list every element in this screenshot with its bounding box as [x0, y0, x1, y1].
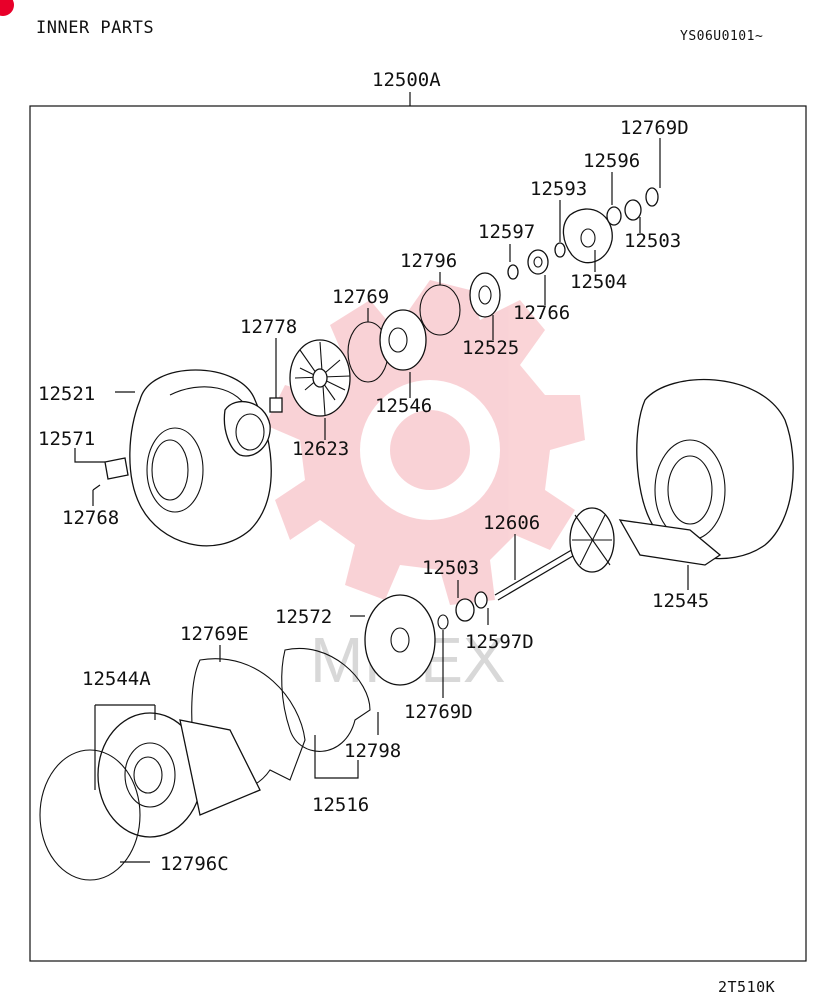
part-label: 12516 — [312, 794, 369, 816]
compressor-wheel — [289, 339, 351, 417]
part-label: 12503 — [422, 557, 479, 579]
turbine-housing — [618, 378, 794, 566]
label-assembly: 12500A — [372, 69, 441, 91]
compressor-housing — [129, 369, 272, 547]
washer — [507, 264, 519, 280]
ring — [554, 242, 566, 258]
part-label: 12796C — [160, 853, 229, 875]
part-label: 12504 — [570, 271, 627, 293]
part-label: 12623 — [292, 438, 349, 460]
assembly-frame — [29, 105, 807, 962]
part-label: 12766 — [513, 302, 570, 324]
part-label: 12596 — [583, 150, 640, 172]
part-label: 12769 — [332, 286, 389, 308]
part-label: 12503 — [624, 230, 681, 252]
seal-ring — [645, 187, 659, 207]
v-band-clamp — [281, 647, 371, 752]
part-label: 12597D — [465, 631, 534, 653]
leader-lines — [74, 138, 689, 863]
turbine-shaft — [494, 507, 615, 601]
bushing — [606, 206, 622, 226]
seal-ring-d — [437, 614, 449, 630]
part-label: 12571 — [38, 428, 95, 450]
part-label: 12525 — [462, 337, 519, 359]
part-label: 12544A — [82, 668, 151, 690]
part-label: 12796 — [400, 250, 457, 272]
page-title: INNER PARTS — [36, 18, 155, 38]
footer-code: 2T510K — [718, 978, 776, 996]
back-plate — [39, 749, 141, 881]
part-label: 12768 — [62, 507, 119, 529]
part-label: 12597 — [478, 221, 535, 243]
nut — [269, 397, 283, 413]
gasket — [104, 457, 129, 480]
part-label: 12778 — [240, 316, 297, 338]
part-label: 12769E — [180, 623, 249, 645]
thrust-bearing — [562, 208, 613, 264]
thrust-collar — [469, 272, 501, 318]
bearing-journal — [455, 598, 475, 622]
part-label: 12546 — [375, 395, 432, 417]
bearing-housing — [97, 712, 261, 838]
corner-badge — [0, 0, 14, 16]
part-labels: 12769D 12596 12593 12503 12597 12504 127… — [38, 117, 709, 875]
part-label: 12606 — [483, 512, 540, 534]
seal-plate — [379, 309, 427, 371]
bearing-small — [624, 199, 642, 221]
part-label: 12593 — [530, 178, 587, 200]
part-label: 12521 — [38, 383, 95, 405]
bearing — [527, 249, 549, 275]
part-label: 12798 — [344, 740, 401, 762]
heat-shield — [364, 594, 436, 686]
part-label: 12769D — [404, 701, 473, 723]
page-code: YS06U0101~ — [680, 29, 764, 44]
washer-d — [474, 591, 488, 609]
part-label: 12769D — [620, 117, 689, 139]
part-label: 12572 — [275, 606, 332, 628]
screw — [92, 484, 101, 491]
part-label: 12545 — [652, 590, 709, 612]
